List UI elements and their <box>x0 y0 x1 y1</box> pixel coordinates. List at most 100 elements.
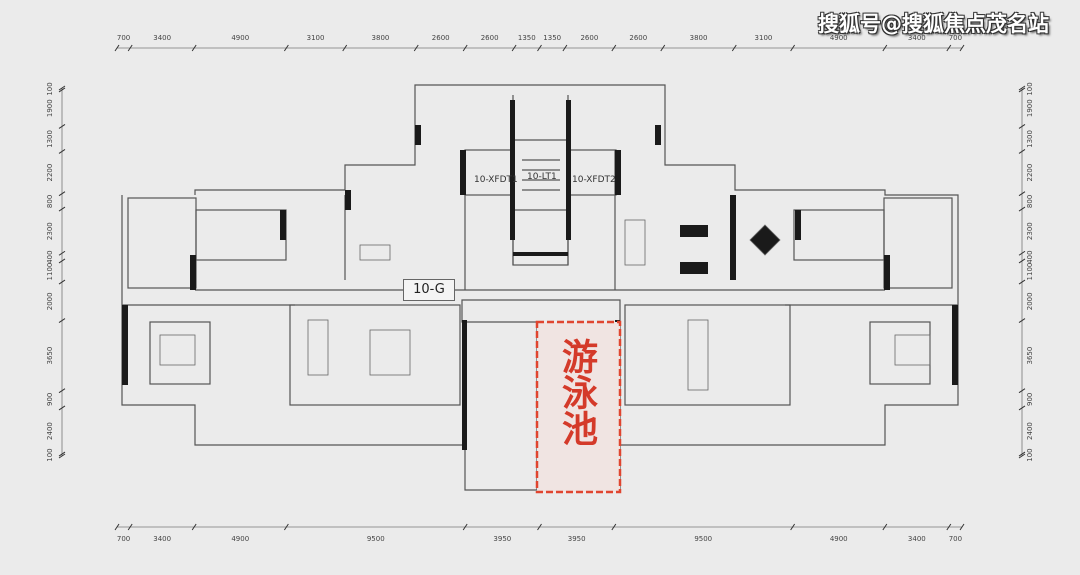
fire-lift-2-label: 10-XFDT2 <box>572 175 616 185</box>
dimension-label: 1350 <box>543 34 561 42</box>
dimension-tick <box>882 44 888 52</box>
dimension-label: 2600 <box>481 34 499 42</box>
dimension-label: 100 <box>1026 82 1034 95</box>
dimension-label: 1100 <box>46 263 54 281</box>
dimension-label: 3650 <box>46 347 54 365</box>
fire-lift-1-label: 10-XFDT1 <box>474 175 518 185</box>
dimension-tick <box>959 44 965 52</box>
watermark: 搜狐号@搜狐焦点茂名站 <box>818 12 1049 36</box>
dimension-label: 2600 <box>629 34 647 42</box>
dimension-tick <box>1018 279 1026 285</box>
dimension-tick <box>1018 85 1026 91</box>
lift-label: 10-LT1 <box>527 172 557 182</box>
dimension-label: 3400 <box>908 535 926 543</box>
dimension-tick <box>58 388 66 394</box>
dimension-tick <box>127 44 133 52</box>
dimension-label: 2300 <box>1026 222 1034 240</box>
dimension-tick <box>462 44 468 52</box>
dimension-label: 800 <box>1026 195 1034 208</box>
dimension-label: 1100 <box>1026 263 1034 281</box>
dimension-label: 3800 <box>690 34 708 42</box>
dimension-tick <box>611 44 617 52</box>
dimension-label: 400 <box>1026 250 1034 263</box>
dimension-label: 3650 <box>1026 347 1034 365</box>
dimension-tick <box>1018 87 1026 93</box>
dimension-tick <box>1018 451 1026 457</box>
unit-label: 10-G <box>403 279 455 301</box>
dimension-tick <box>946 44 952 52</box>
dimension-label: 1350 <box>518 34 536 42</box>
dimension-tick <box>58 206 66 212</box>
dimension-label: 2200 <box>1026 164 1034 182</box>
dimension-tick <box>1018 191 1026 197</box>
dimension-tick <box>58 85 66 91</box>
dimension-label: 100 <box>46 448 54 461</box>
dimension-label: 800 <box>46 195 54 208</box>
dimension-tick <box>342 44 348 52</box>
dimension-tick <box>191 44 197 52</box>
dimension-label: 2000 <box>46 292 54 310</box>
dimension-tick <box>58 87 66 93</box>
dimension-tick <box>946 523 952 531</box>
dimension-tick <box>731 44 737 52</box>
dimension-tick <box>58 250 66 256</box>
dimension-tick <box>1018 318 1026 323</box>
dimension-label: 900 <box>1026 393 1034 406</box>
dimension-label: 1300 <box>46 130 54 148</box>
dimension-tick <box>537 523 542 531</box>
dimension-tick <box>790 523 796 531</box>
dimension-tick <box>58 258 66 264</box>
dimension-label: 3950 <box>493 535 511 543</box>
dimension-label: 9500 <box>367 535 385 543</box>
dimension-tick <box>1018 148 1026 154</box>
dimension-label: 2300 <box>46 222 54 240</box>
dimension-label: 3400 <box>153 535 171 543</box>
dimension-label: 2000 <box>1026 292 1034 310</box>
dimension-lines: 700 3400 4900 3100 3800 2600 2600 1350 1350 2600 2… <box>46 34 1034 543</box>
swimming-pool <box>535 320 622 494</box>
dimension-label: 1900 <box>1026 99 1034 117</box>
dimension-tick <box>1018 453 1026 459</box>
dimension-tick <box>58 318 66 323</box>
dimension-tick <box>1018 206 1026 212</box>
dimension-label: 3100 <box>755 34 773 42</box>
dimension-label: 3100 <box>307 34 325 42</box>
dimension-label: 2600 <box>580 34 598 42</box>
dimension-tick <box>537 44 542 52</box>
dimension-label: 700 <box>949 535 962 543</box>
dimension-tick <box>562 44 568 52</box>
dimension-tick <box>660 44 666 52</box>
dimension-label: 400 <box>46 250 54 263</box>
dimension-label: 2600 <box>432 34 450 42</box>
dimension-tick <box>790 44 796 52</box>
dimension-tick <box>959 523 965 531</box>
dimension-tick <box>1018 258 1026 264</box>
dimension-tick <box>114 44 120 52</box>
dimension-label: 2400 <box>46 422 54 440</box>
dimension-label: 100 <box>46 82 54 95</box>
dimension-label: 4900 <box>231 34 249 42</box>
dimension-tick <box>1018 250 1026 256</box>
dimension-tick <box>1018 124 1026 129</box>
dimension-tick <box>1018 388 1026 394</box>
dimension-tick <box>1018 405 1026 411</box>
dimension-tick <box>413 44 419 52</box>
dimension-tick <box>283 523 289 531</box>
dimension-tick <box>58 405 66 411</box>
dimension-label: 1900 <box>46 99 54 117</box>
dimension-label: 3400 <box>908 34 926 42</box>
dimension-label: 700 <box>117 34 130 42</box>
dimension-label: 4900 <box>830 535 848 543</box>
dimension-label: 900 <box>46 393 54 406</box>
dimension-label: 700 <box>117 535 130 543</box>
dimension-label: 3800 <box>372 34 390 42</box>
dimension-tick <box>511 44 517 52</box>
dimension-label: 4900 <box>830 34 848 42</box>
dimension-label: 1300 <box>1026 130 1034 148</box>
pool-label: 游泳池 <box>556 338 598 446</box>
dimension-tick <box>127 523 133 531</box>
dimension-label: 2200 <box>46 164 54 182</box>
dimension-label: 2400 <box>1026 422 1034 440</box>
dimension-tick <box>58 451 66 457</box>
